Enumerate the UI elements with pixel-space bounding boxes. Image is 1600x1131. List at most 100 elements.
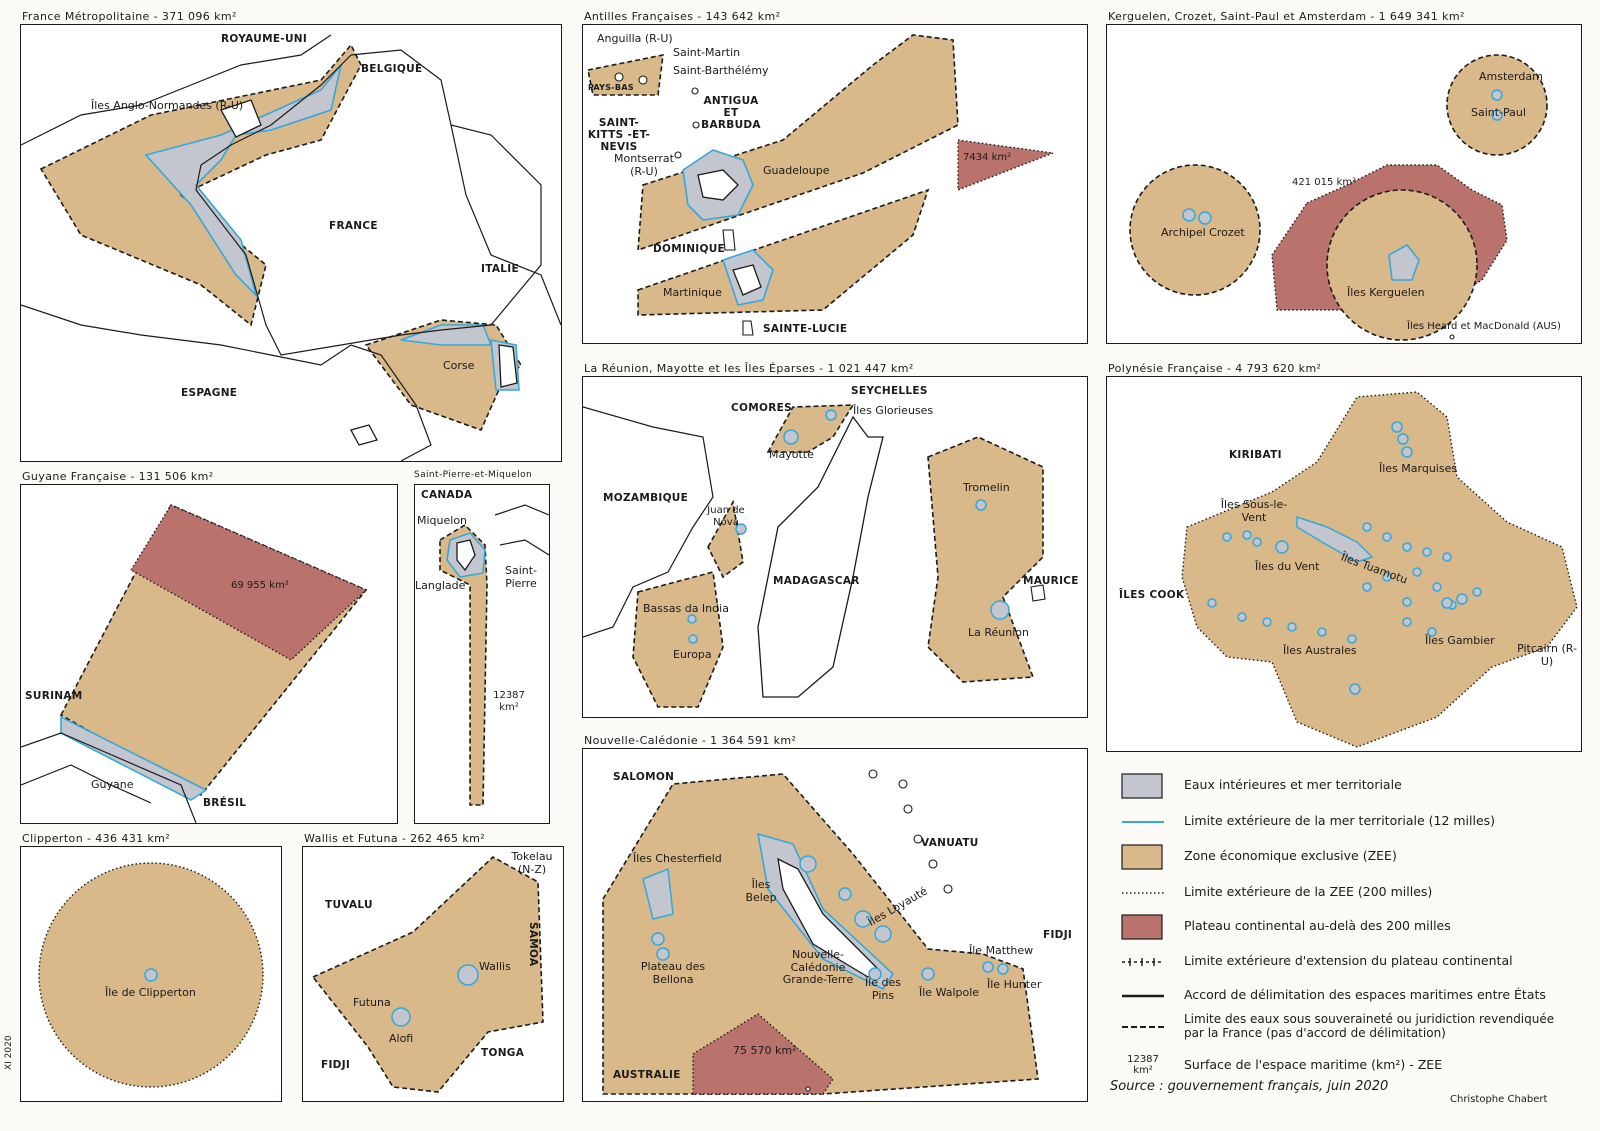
label-matthew: Île Matthew — [969, 944, 1034, 957]
panel-kerguelen: Amsterdam Saint-Paul Archipel Crozet Île… — [1106, 24, 1582, 344]
label-surinam: SURINAM — [25, 690, 83, 702]
label-grande-terre: Nouvelle-Calédonie Grande-Terre — [782, 948, 854, 987]
panel-guyane: SURINAM Guyane BRÉSIL 69 955 km² — [20, 484, 398, 824]
label-heard: Îles Heard et MacDonald (AUS) — [1407, 321, 1561, 332]
label-miquelon: Miquelon — [417, 514, 468, 527]
panel-wallis: Tokelau (N-Z) TUVALU SAMOA Wallis Futuna… — [302, 846, 564, 1102]
label-gambier: Îles Gambier — [1425, 634, 1495, 647]
label-seychelles: SEYCHELLES — [851, 385, 928, 397]
label-wallis-fidji: FIDJI — [321, 1059, 351, 1071]
label-channel-islands: Îles Anglo-Normandes (R-U) — [91, 99, 244, 112]
label-mayotte: Mayotte — [769, 448, 814, 461]
legend-area-sample: 12387 km² — [1127, 1054, 1159, 1076]
label-anguilla: Anguilla (R-U) — [597, 32, 673, 45]
label-du-vent: Îles du Vent — [1255, 560, 1320, 573]
label-comores: COMORES — [731, 402, 792, 414]
label-langlade: Langlade — [415, 579, 466, 592]
label-italy: ITALIE — [481, 263, 519, 275]
label-uk: ROYAUME-UNI — [221, 33, 308, 45]
panel-title-polynesie: Polynésie Française - 4 793 620 km² — [1108, 362, 1322, 375]
label-saint-pierre: Saint-Pierre — [504, 564, 538, 590]
label-belgium: BELGIQUE — [361, 63, 423, 75]
panel-title-wallis: Wallis et Futuna - 262 465 km² — [304, 832, 486, 845]
label-saint-barth: Saint-Barthélémy — [673, 64, 769, 77]
map-spm — [439, 504, 549, 806]
panel-clipperton: Île de Clipperton — [20, 846, 282, 1102]
label-canada: CANADA — [421, 489, 473, 501]
panel-reunion: SEYCHELLES COMORES Îles Glorieuses Mayot… — [582, 376, 1088, 718]
map-clipperton — [38, 862, 264, 1088]
label-caledonie-fidji: FIDJI — [1043, 929, 1073, 941]
date-stamp: XI 2020 — [4, 1035, 14, 1070]
label-maurice: MAURICE — [1023, 575, 1079, 587]
panel-antilles: Anguilla (R-U) Saint-Martin Saint-Barthé… — [582, 24, 1088, 344]
label-futuna: Futuna — [353, 996, 391, 1009]
label-pitcairn: Pitcairn (R-U) — [1517, 642, 1577, 668]
label-europa: Europa — [673, 648, 712, 661]
panel-title-kerguelen: Kerguelen, Crozet, Saint-Paul et Amsterd… — [1108, 10, 1465, 23]
panel-title-guyane: Guyane Française - 131 506 km² — [22, 470, 214, 483]
label-pays-bas: PAYS-BAS — [588, 83, 634, 92]
panel-caledonie: SALOMON VANUATU Îles Chesterfield Îles B… — [582, 748, 1088, 1102]
label-kiribati: KIRIBATI — [1229, 449, 1282, 461]
label-spain: ESPAGNE — [181, 387, 238, 399]
label-martinique: Martinique — [663, 286, 722, 299]
label-sainte-lucie: SAINTE-LUCIE — [763, 323, 848, 335]
label-antigua: ANTIGUA ET BARBUDA — [701, 95, 761, 132]
label-belep: Îles Belep — [745, 878, 777, 904]
panel-title-clipperton: Clipperton - 436 431 km² — [22, 832, 171, 845]
map-polynesie — [1181, 391, 1578, 748]
label-bassas: Bassas da India — [643, 602, 729, 615]
label-tromelin: Tromelin — [963, 481, 1010, 494]
label-mozambique: MOZAMBIQUE — [603, 492, 689, 504]
label-caledonie-shelf: 75 570 km² — [733, 1044, 797, 1057]
map-wallis — [311, 856, 544, 1093]
label-spm-value: 12387 km² — [493, 690, 525, 713]
label-glorieuses: Îles Glorieuses — [853, 404, 934, 417]
label-bresil: BRÉSIL — [203, 797, 247, 809]
panel-title-spm: Saint-Pierre-et-Miquelon — [414, 470, 533, 480]
map-caledonie — [602, 769, 1039, 1095]
label-salomon: SALOMON — [613, 771, 675, 783]
label-sous-le-vent: Îles Sous-le-Vent — [1220, 498, 1288, 524]
source-note: Source : gouvernement français, juin 202… — [1110, 1079, 1389, 1094]
label-hunter: Île Hunter — [987, 978, 1042, 991]
label-australie: AUSTRALIE — [613, 1069, 681, 1081]
map-reunion — [583, 404, 1046, 708]
label-kerguelen-shelf: 421 015 km² — [1292, 177, 1357, 188]
label-tonga: TONGA — [481, 1047, 525, 1059]
label-amsterdam: Amsterdam — [1479, 70, 1543, 83]
panel-france: ROYAUME-UNI BELGIQUE Îles Anglo-Normande… — [20, 24, 562, 462]
author-credit: Christophe Chabert — [1450, 1094, 1548, 1105]
label-saint-paul: Saint-Paul — [1471, 106, 1526, 119]
label-bellona: Plateau des Bellona — [640, 960, 706, 986]
label-pins: Île des Pins — [864, 976, 902, 1002]
map-antilles — [587, 34, 1056, 336]
label-antilles-shelf: 7434 km² — [963, 152, 1012, 163]
label-guyane: Guyane — [91, 778, 134, 791]
label-samoa: SAMOA — [527, 922, 539, 967]
label-st-kitts: SAINT-KITTS -ET-NEVIS — [587, 117, 651, 154]
label-madagascar: MADAGASCAR — [773, 575, 860, 587]
polynesie-atolls — [1207, 421, 1482, 695]
label-corsica: Corse — [443, 359, 475, 372]
label-dominique: DOMINIQUE — [653, 243, 726, 255]
label-wallis: Wallis — [479, 960, 511, 973]
label-crozet: Archipel Crozet — [1161, 226, 1245, 239]
label-cook: ÎLES COOK — [1119, 589, 1185, 601]
panel-polynesie: KIRIBATI Îles Marquises Îles Sous-le-Ven… — [1106, 376, 1582, 752]
panel-title-france: France Métropolitaine - 371 096 km² — [22, 10, 237, 23]
label-la-reunion: La Réunion — [968, 626, 1029, 639]
label-marquises: Îles Marquises — [1379, 462, 1458, 475]
panel-title-antilles: Antilles Françaises - 143 642 km² — [584, 10, 781, 23]
label-montserrat: Montserrat (R-U) — [614, 152, 674, 178]
label-chesterfield: Îles Chesterfield — [633, 852, 722, 865]
label-france: FRANCE — [329, 220, 378, 232]
panel-title-caledonie: Nouvelle-Calédonie - 1 364 591 km² — [584, 734, 797, 747]
label-tuvalu: TUVALU — [325, 899, 373, 911]
map-guyane — [21, 503, 368, 823]
label-saint-martin: Saint-Martin — [673, 46, 741, 59]
panel-title-reunion: La Réunion, Mayotte et les Îles Éparses … — [584, 362, 914, 375]
label-tokelau: Tokelau (N-Z) — [511, 850, 553, 876]
label-alofi: Alofi — [389, 1032, 414, 1045]
